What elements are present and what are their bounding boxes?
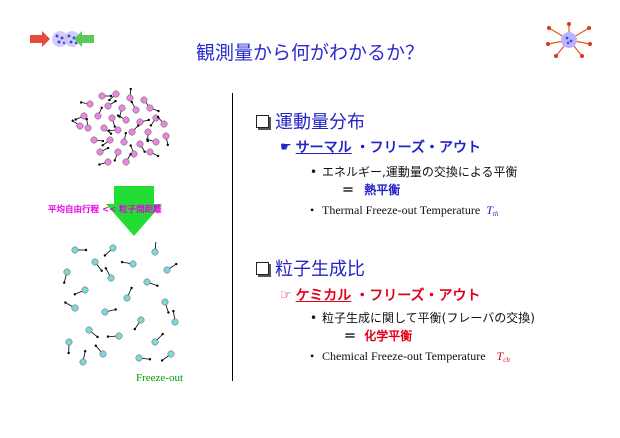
particle <box>108 114 116 128</box>
thermal-equilibrium-text: 熱平衡 <box>364 183 401 197</box>
chemical-label: ケミカル <box>295 288 352 304</box>
particle <box>94 344 107 358</box>
particle <box>73 286 89 296</box>
bullet-text: Thermal Freeze-out Temperature <box>322 203 481 217</box>
particle <box>126 87 134 102</box>
particle <box>71 119 84 130</box>
particle <box>123 286 133 302</box>
particle <box>79 350 87 366</box>
particle <box>108 90 120 102</box>
divider <box>232 93 233 381</box>
chemical-freeze-out-subheading: ☞ ケミカル・フリーズ・アウト <box>280 285 481 305</box>
collision-icon <box>30 31 94 47</box>
thermal-equilibrium-line: ＝ 熱平衡 <box>342 181 400 198</box>
particle <box>98 158 112 166</box>
particle <box>104 267 115 282</box>
pointing-hand-icon: ☛ <box>280 139 292 155</box>
particle <box>74 112 88 121</box>
slide-title: 観測量から何がわかるか？ <box>195 42 424 64</box>
particle <box>136 118 150 126</box>
particle <box>113 148 122 162</box>
particle <box>116 114 130 124</box>
particle <box>120 131 128 146</box>
equals-sign: ＝ <box>342 183 355 197</box>
thermal-label: サーマル <box>295 140 352 156</box>
bullet-thermal-temperature: •Thermal Freeze-out Temperature Tth <box>310 203 499 218</box>
particle <box>94 106 103 120</box>
particle <box>101 136 114 147</box>
particle <box>146 104 160 113</box>
particle <box>104 99 117 110</box>
particle <box>85 326 99 339</box>
bullet-energy-exchange: •エネルギー,運動量の交換による平衡 <box>310 165 518 179</box>
bullet-text: Chemical Freeze-out Temperature <box>322 349 486 363</box>
chemical-equilibrium-line: ＝ 化学平衡 <box>344 327 412 344</box>
equals-sign: ＝ <box>344 329 357 343</box>
particle <box>130 100 140 114</box>
particle <box>161 298 170 314</box>
sparse-particle-cloud <box>63 242 179 366</box>
bullet-text: 粒子生成に関して平衡(フレーバの交換) <box>322 311 535 325</box>
section-particle-ratio-heading: 粒子生成比 <box>256 255 365 281</box>
particle <box>65 338 73 355</box>
particle <box>79 100 94 108</box>
temperature-symbol: Tch <box>496 349 510 364</box>
particle <box>171 309 179 326</box>
section-momentum-heading: 運動量分布 <box>256 108 365 134</box>
down-arrow-icon <box>106 186 162 236</box>
particle <box>100 124 113 135</box>
bullet-chemical-temperature: •Chemical Freeze-out Temperature Tch <box>310 349 510 364</box>
particle <box>101 308 117 316</box>
particle <box>91 258 103 272</box>
dense-particle-cloud <box>71 87 170 166</box>
particle <box>71 246 88 254</box>
particle <box>162 132 170 147</box>
heading-text: 運動量分布 <box>275 112 365 133</box>
particle <box>133 316 145 331</box>
particle <box>64 301 79 312</box>
temperature-symbol: Tth <box>486 203 499 218</box>
particle <box>96 146 110 156</box>
particle <box>90 136 105 144</box>
particle <box>107 126 122 134</box>
particle <box>128 124 140 136</box>
freeze-out-text: ・フリーズ・アウト <box>355 288 481 304</box>
particle <box>146 138 160 146</box>
particle <box>135 354 152 362</box>
checkbox-bullet-icon <box>256 261 269 275</box>
particle <box>151 242 159 256</box>
particle <box>156 116 168 128</box>
particle <box>151 332 164 346</box>
freeze-out-text: ・フリーズ・アウト <box>355 140 481 156</box>
particle <box>136 140 146 153</box>
pointing-hand-icon: ☞ <box>280 287 292 303</box>
particle <box>160 350 175 362</box>
explosion-icon <box>546 22 592 58</box>
bullet-particle-production: •粒子生成に関して平衡(フレーバの交換) <box>310 311 535 325</box>
heading-text: 粒子生成比 <box>275 259 365 280</box>
checkbox-bullet-icon <box>256 114 269 128</box>
particle <box>163 262 178 274</box>
particle <box>120 260 137 268</box>
freeze-out-label: Freeze-out <box>136 372 184 384</box>
particle <box>106 332 123 340</box>
mean-free-path-label: 平均自由行程 << 粒子間距離 <box>48 205 162 215</box>
particle <box>84 117 92 132</box>
bullet-text: エネルギー,運動量の交換による平衡 <box>322 165 518 179</box>
particle <box>98 92 113 100</box>
thermal-freeze-out-subheading: ☛ サーマル・フリーズ・アウト <box>280 137 481 157</box>
particle <box>103 244 117 257</box>
particle <box>63 268 71 284</box>
particle <box>143 278 159 287</box>
chemical-equilibrium-text: 化学平衡 <box>364 329 413 343</box>
particle <box>146 148 160 158</box>
particle <box>122 153 132 166</box>
